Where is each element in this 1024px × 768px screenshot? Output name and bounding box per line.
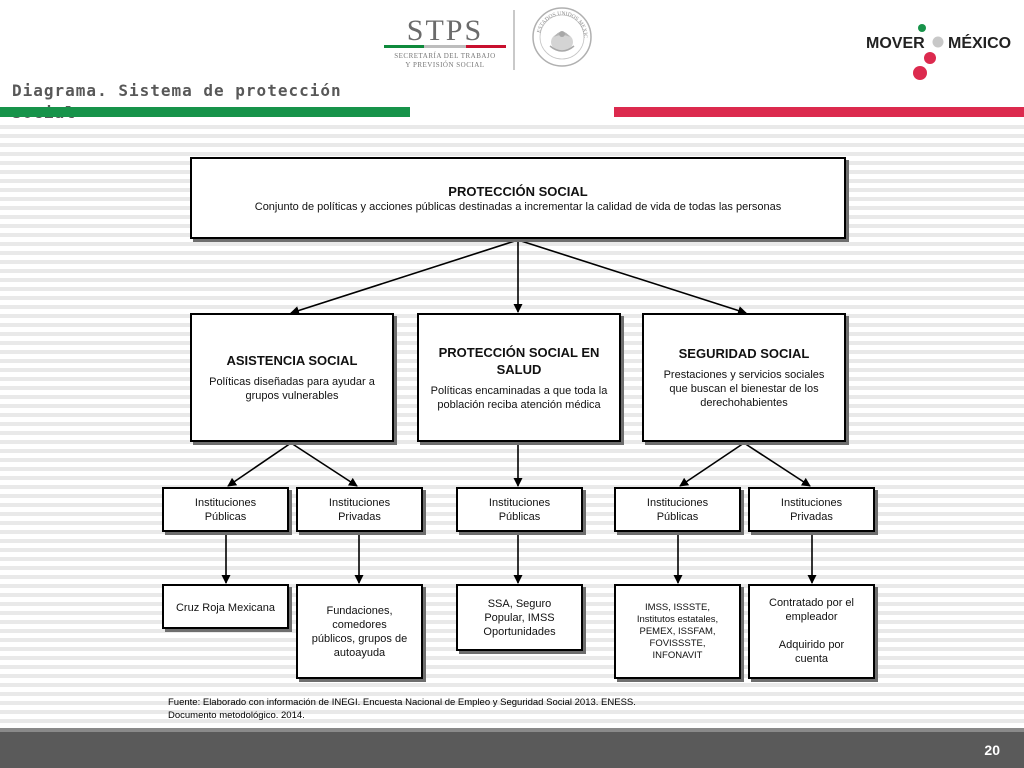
stps-logo: STPS SECRETARÍA DEL TRABAJO Y PREVISIÓN … xyxy=(384,14,506,69)
node-instituciones-publicas-seguridad: Instituciones Públicas xyxy=(614,487,741,532)
node-proteccion-social: PROTECCIÓN SOCIAL Conjunto de políticas … xyxy=(190,157,846,239)
node-title: SEGURIDAD SOCIAL xyxy=(678,346,810,361)
node-ssa-seguro-popular: SSA, Seguro Popular, IMSS Oportunidades xyxy=(456,584,583,651)
mover-logo-right-text: MÉXICO xyxy=(948,35,1012,52)
node-fundaciones: Fundaciones, comedores públicos, grupos … xyxy=(296,584,423,679)
mover-logo-left-text: MOVER xyxy=(866,35,925,52)
stps-logo-rule xyxy=(384,45,506,48)
node-contratado: Contratado por el empleador Adquirido po… xyxy=(748,584,875,679)
page-number: 20 xyxy=(984,742,1000,758)
node-title: PROTECCIÓN SOCIAL EN SALUD xyxy=(438,344,600,377)
node-instituciones-publicas-asistencia: Instituciones Públicas xyxy=(162,487,289,532)
node-instituciones-privadas-seguridad: Instituciones Privadas xyxy=(748,487,875,532)
node-imss-issste: IMSS, ISSSTE, Institutos estatales, PEME… xyxy=(614,584,741,679)
node-title: PROTECCIÓN SOCIAL xyxy=(448,183,588,199)
node-title: ASISTENCIA SOCIAL xyxy=(226,353,358,368)
stps-logo-title: STPS xyxy=(406,14,484,47)
footer-bar: 20 xyxy=(0,728,1024,768)
node-seguridad-social: SEGURIDAD SOCIAL Prestaciones y servicio… xyxy=(642,313,846,442)
node-description: Conjunto de políticas y acciones pública… xyxy=(254,200,782,213)
node-instituciones-publicas-salud: Instituciones Públicas xyxy=(456,487,583,532)
mexico-seal-icon: ESTADOS UNIDOS MEXICANOS xyxy=(531,6,592,67)
mover-mexico-logo: MOVER MÉXICO xyxy=(866,24,1016,84)
node-instituciones-privadas-asistencia: Instituciones Privadas xyxy=(296,487,423,532)
node-cruz-roja: Cruz Roja Mexicana xyxy=(162,584,289,629)
slide-header: STPS SECRETARÍA DEL TRABAJO Y PREVISIÓN … xyxy=(0,0,1024,122)
node-description: Políticas encaminadas a que toda la pobl… xyxy=(430,384,608,411)
header-green-bar xyxy=(0,107,410,117)
header-red-bar xyxy=(614,107,1024,117)
stps-logo-subtitle: SECRETARÍA DEL TRABAJO Y PREVISIÓN SOCIA… xyxy=(394,52,496,69)
node-asistencia-social: ASISTENCIA SOCIAL Políticas diseñadas pa… xyxy=(190,313,394,442)
source-note: Fuente: Elaborado con información de INE… xyxy=(168,697,636,721)
mover-logo-dots-icon xyxy=(913,24,944,80)
node-line-contratado: Contratado por el empleador xyxy=(769,597,854,623)
slide-title: Diagrama. Sistema de protección social xyxy=(12,81,342,122)
node-line-adquirido: Adquirido por cuenta xyxy=(778,639,845,665)
node-description: Políticas diseñadas para ayudar a grupos… xyxy=(209,376,375,402)
header-separator xyxy=(513,10,515,70)
node-proteccion-social-salud: PROTECCIÓN SOCIAL EN SALUD Políticas enc… xyxy=(417,313,621,442)
node-description: Prestaciones y servicios sociales que bu… xyxy=(663,369,825,409)
